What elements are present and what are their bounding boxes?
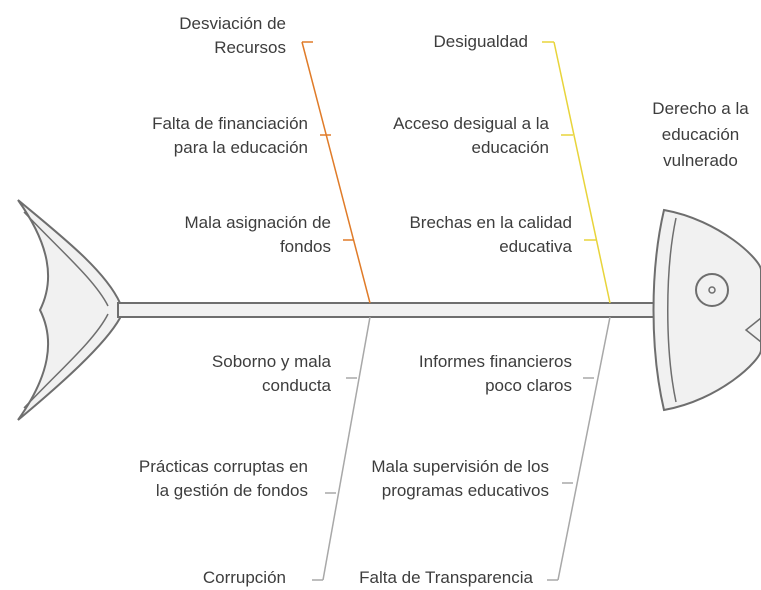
cause-mala-asignacion-de-fondos: Mala asignación de fondos [185,211,331,259]
category-desviacion-de-recursos: Desviación de Recursos [179,12,286,60]
bone-desviacion [302,42,370,303]
cause-falta-de-financiacion: Falta de financiación para la educación [152,112,308,160]
category-desigualdad: Desigualdad [433,30,528,54]
cause-acceso-desigual: Acceso desigual a la educación [393,112,549,160]
category-corrupcion: Corrupción [203,566,286,590]
cause-mala-supervision: Mala supervisión de los programas educat… [371,455,549,503]
tail-shape [18,200,120,420]
cause-soborno-y-mala-conducta: Soborno y mala conducta [212,350,331,398]
effect-label: Derecho a la educación vulnerado [640,96,761,174]
spine-bar [118,303,658,317]
fish-spine [118,303,658,317]
bone-desigualdad [554,42,610,303]
fish-tail [18,200,120,420]
category-falta-de-transparencia: Falta de Transparencia [359,566,533,590]
cause-practicas-corruptas: Prácticas corruptas en la gestión de fon… [139,455,308,503]
eye-outer [696,274,728,306]
head-shape [654,210,761,410]
cause-informes-financieros: Informes financieros poco claros [419,350,572,398]
fish-head [654,210,761,410]
cause-brechas-calidad: Brechas en la calidad educativa [409,211,572,259]
